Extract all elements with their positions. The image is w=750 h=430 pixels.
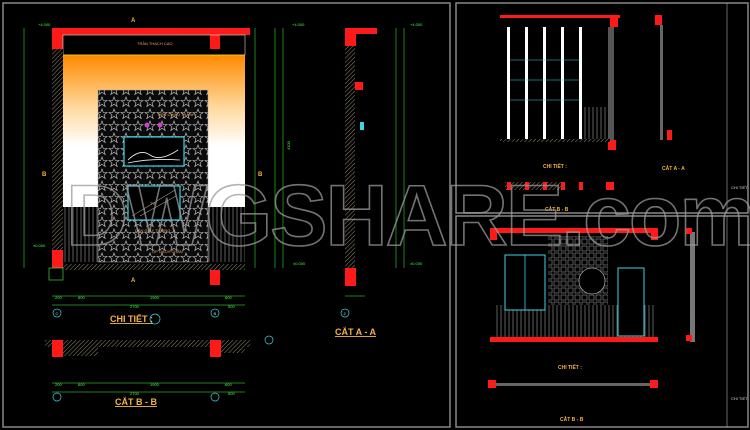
detail-bubble xyxy=(149,313,161,325)
lamp-icon xyxy=(360,122,364,130)
column-base xyxy=(210,268,220,285)
dim-value: 600 xyxy=(78,295,85,300)
section-mark-a: A xyxy=(131,278,136,284)
right-top-sheet: CHI TIẾT : CẮT A - A CẮT B - B CHI TIẾT xyxy=(455,2,749,214)
axis-bubble-2 xyxy=(340,308,350,318)
wallpaper-note: DÁN GIẤY TƯỜNG xyxy=(135,228,170,233)
level-top: +4.000 xyxy=(38,22,51,27)
section-aa-title: CẮT A - A xyxy=(662,164,685,172)
section-aa-title: CẮT A - A xyxy=(335,327,376,337)
axis-bubble-c xyxy=(52,308,62,318)
section-a-a: +4.000 ±0.000 2 CẮT A - A xyxy=(335,22,423,337)
level-floor: ±0.000 xyxy=(293,261,306,266)
column-section xyxy=(210,340,221,357)
left-sheet: TRẦN THẠCH CAO ĐÈN CHIẾU TRANH TV DÁN GI… xyxy=(2,2,451,428)
painting-artwork xyxy=(127,149,181,164)
section-bb-title: CẮT B - B xyxy=(115,397,157,407)
axis-bubble-b xyxy=(210,392,220,402)
level-top: +4.000 xyxy=(292,22,305,27)
wall-hatch xyxy=(52,49,63,250)
wall-hatch xyxy=(220,347,245,353)
tile-note: ỐP GẠCH CHÂN xyxy=(152,249,183,254)
level-floor: ±0.000 xyxy=(33,243,46,248)
dim-value: 600 xyxy=(78,382,85,387)
dim-value: 1900 xyxy=(150,382,160,387)
dim-value: 1900 xyxy=(150,295,160,300)
detail-title: CHI TIẾT : xyxy=(110,314,153,324)
star-pattern-wallpaper xyxy=(97,89,209,263)
column-base xyxy=(345,268,356,286)
height-dimension: 4100 xyxy=(286,140,291,150)
sheet-border xyxy=(2,2,451,428)
dim-value: 600 xyxy=(225,382,232,387)
painting-frame xyxy=(123,136,185,167)
axis-bubble-2 xyxy=(264,335,274,345)
wall-hatch xyxy=(63,347,98,356)
round-mirror xyxy=(578,267,606,295)
tv-note: TV xyxy=(150,201,155,206)
dim-value: 500 xyxy=(228,304,235,309)
beam-section xyxy=(355,82,363,90)
level-floor: ±0.000 xyxy=(410,261,423,266)
axis-label: 2 xyxy=(344,311,347,316)
axis-bubble-b xyxy=(210,308,220,318)
wall-hatch xyxy=(345,46,355,268)
ceiling-beam xyxy=(52,28,250,35)
lamp-icon xyxy=(157,122,163,128)
axis-label: B xyxy=(214,311,217,316)
level-top: +4.000 xyxy=(410,22,423,27)
axis-bubble-c xyxy=(52,392,62,402)
section-mark-b: B xyxy=(258,172,263,178)
column-section xyxy=(345,28,356,46)
section-bb-title: CẮT B - B xyxy=(560,415,584,423)
section-b-b: 200 600 1900 600 2700 500 CẮT B - B xyxy=(45,335,274,407)
shelf-posts xyxy=(507,27,582,139)
dim-value: 200 xyxy=(55,382,62,387)
dimension-lines xyxy=(23,28,284,393)
section-mark-a: A xyxy=(131,18,136,24)
axis-label: C xyxy=(56,311,59,316)
watermark: DWGSHARE.com xyxy=(66,168,750,264)
detail-title: CHI TIẾT : xyxy=(543,163,567,170)
lamp-icon xyxy=(144,122,150,128)
ceiling-note: TRẦN THẠCH CAO xyxy=(137,41,172,46)
beam-drop xyxy=(210,33,220,49)
tv-screen xyxy=(127,185,181,221)
section-bb-title: CẮT B - B xyxy=(545,205,569,213)
column-base xyxy=(52,250,63,268)
sheet-border xyxy=(455,2,749,214)
beam-section xyxy=(345,28,377,34)
section-mark-b: B xyxy=(42,172,47,178)
dim-value: 500 xyxy=(228,391,235,396)
dim-value: 600 xyxy=(225,295,232,300)
dim-total: 2700 xyxy=(130,304,140,309)
sheet-border xyxy=(455,215,749,428)
dim-total: 2700 xyxy=(130,391,140,396)
column-section xyxy=(52,28,63,49)
dim-value: 200 xyxy=(55,295,62,300)
title-block-label: CHI TIẾT xyxy=(731,396,748,401)
wall-hatch xyxy=(45,340,250,347)
column-section xyxy=(52,340,63,357)
right-bottom-sheet: CHI TIẾT : CẮT B - B CHI TIẾT xyxy=(455,215,749,428)
elevation-detail: TRẦN THẠCH CAO ĐÈN CHIẾU TRANH TV DÁN GI… xyxy=(23,18,306,393)
title-block-label: CHI TIẾT xyxy=(731,185,748,190)
lamp-note: ĐÈN CHIẾU TRANH xyxy=(158,112,195,117)
floor-slab xyxy=(63,264,245,270)
door xyxy=(617,267,645,337)
detail-title: CHI TIẾT : xyxy=(558,364,582,371)
